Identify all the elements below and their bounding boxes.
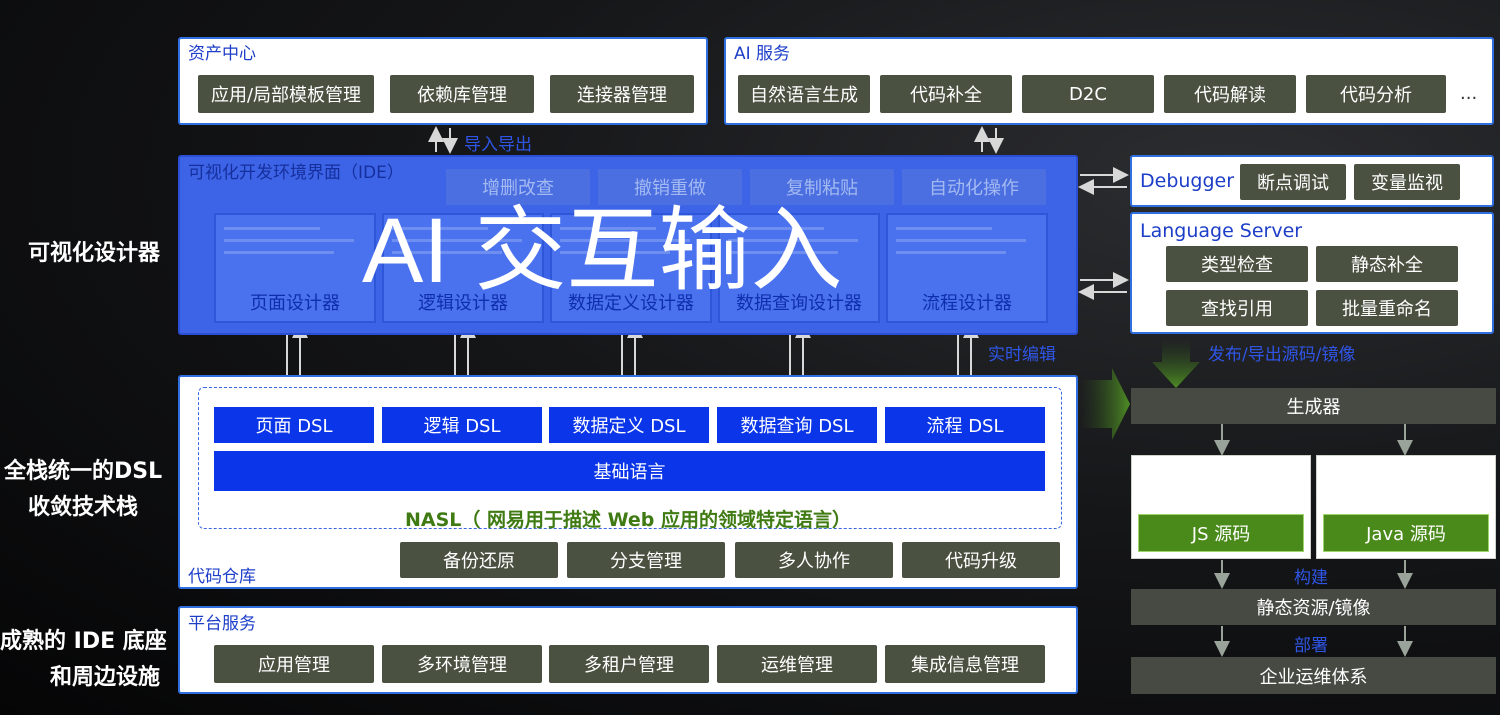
static-resources-box[interactable]: 静态资源/镜像: [1131, 589, 1496, 625]
find-references-button[interactable]: 查找引用: [1166, 290, 1308, 326]
code-repo-title: 代码仓库: [188, 567, 256, 587]
side-label-ide-base-line1: 成熟的 IDE 底座: [0, 629, 167, 654]
base-language-bar[interactable]: 基础语言: [214, 451, 1045, 491]
nasl-caption: NASL（ 网易用于描述 Web 应用的领域特定语言）: [404, 509, 851, 531]
undo-redo-op[interactable]: 撤销重做: [598, 169, 742, 205]
app-template-management-button[interactable]: 应用/局部模板管理: [198, 75, 374, 113]
dependency-library-button[interactable]: 依赖库管理: [390, 75, 534, 113]
code-upgrade-button[interactable]: 代码升级: [902, 542, 1060, 578]
data-definition-designer-card[interactable]: 数据定义设计器: [550, 213, 712, 323]
ai-service-panel: AI 服务 自然语言生成 代码补全 D2C 代码解读 代码分析 ...: [724, 37, 1494, 125]
static-completion-button[interactable]: 静态补全: [1316, 246, 1458, 282]
build-label: 构建: [1294, 568, 1328, 588]
publish-label: 发布/导出源码/镜像: [1208, 345, 1356, 365]
page-dsl[interactable]: 页面 DSL: [214, 407, 374, 443]
multi-tenant-management-button[interactable]: 多租户管理: [549, 645, 709, 683]
d2c-button[interactable]: D2C: [1022, 75, 1154, 113]
crud-op[interactable]: 增删改查: [446, 169, 590, 205]
platform-services-title: 平台服务: [188, 614, 256, 634]
multi-env-management-button[interactable]: 多环境管理: [382, 645, 542, 683]
code-completion-button[interactable]: 代码补全: [880, 75, 1012, 113]
branch-management-button[interactable]: 分支管理: [567, 542, 725, 578]
import-export-label: 导入导出: [464, 135, 532, 155]
java-source-button[interactable]: Java 源码: [1323, 514, 1489, 552]
code-analysis-button[interactable]: 代码分析: [1306, 75, 1446, 113]
connector-management-button[interactable]: 连接器管理: [550, 75, 694, 113]
backup-restore-button[interactable]: 备份还原: [400, 542, 558, 578]
logic-designer-card[interactable]: 逻辑设计器: [382, 213, 544, 323]
nasl-dashed-box: [198, 387, 1062, 529]
page-designer-card[interactable]: 页面设计器: [214, 213, 376, 323]
process-designer-label: 流程设计器: [922, 293, 1012, 314]
language-server-title: Language Server: [1140, 220, 1303, 242]
copy-paste-op[interactable]: 复制粘贴: [750, 169, 894, 205]
ide-title: 可视化开发环境界面（IDE）: [188, 163, 404, 183]
ai-service-title: AI 服务: [734, 44, 791, 64]
enterprise-ops-box[interactable]: 企业运维体系: [1131, 657, 1496, 694]
ai-interaction-input-overlay: AI 交互输入: [362, 200, 843, 302]
collaboration-button[interactable]: 多人协作: [735, 542, 893, 578]
realtime-edit-label: 实时编辑: [988, 345, 1056, 365]
data-query-dsl[interactable]: 数据查询 DSL: [717, 407, 877, 443]
data-definition-designer-label: 数据定义设计器: [568, 293, 694, 314]
data-query-designer-card[interactable]: 数据查询设计器: [718, 213, 880, 323]
logic-dsl[interactable]: 逻辑 DSL: [382, 407, 542, 443]
nl-generation-button[interactable]: 自然语言生成: [738, 75, 870, 113]
app-management-button[interactable]: 应用管理: [214, 645, 374, 683]
asset-center-panel: 资产中心 应用/局部模板管理 依赖库管理 连接器管理: [178, 37, 708, 125]
code-repo-panel: 页面 DSL 逻辑 DSL 数据定义 DSL 数据查询 DSL 流程 DSL 基…: [178, 375, 1078, 589]
type-check-button[interactable]: 类型检查: [1166, 246, 1308, 282]
js-source-button[interactable]: JS 源码: [1138, 514, 1304, 552]
generator-box[interactable]: 生成器: [1131, 388, 1496, 424]
batch-rename-button[interactable]: 批量重命名: [1316, 290, 1458, 326]
js-source-card: JS 源码: [1131, 455, 1311, 559]
breakpoint-debug-button[interactable]: 断点调试: [1240, 164, 1346, 200]
language-server-panel: Language Server 类型检查 静态补全 查找引用 批量重命名: [1130, 212, 1494, 334]
java-source-card: Java 源码: [1316, 455, 1496, 559]
data-definition-dsl[interactable]: 数据定义 DSL: [549, 407, 709, 443]
platform-services-panel: 平台服务 应用管理 多环境管理 多租户管理 运维管理 集成信息管理: [178, 606, 1078, 694]
ide-panel: 可视化开发环境界面（IDE） 增删改查 撤销重做 复制粘贴 自动化操作 页面设计…: [178, 155, 1078, 335]
automation-op[interactable]: 自动化操作: [902, 169, 1046, 205]
ai-service-more: ...: [1460, 83, 1478, 104]
logic-designer-label: 逻辑设计器: [418, 293, 508, 314]
debugger-panel: Debugger 断点调试 变量监视: [1130, 155, 1494, 207]
process-designer-card[interactable]: 流程设计器: [886, 213, 1048, 323]
side-label-dsl-line1: 全栈统一的DSL: [4, 459, 163, 484]
integration-info-management-button[interactable]: 集成信息管理: [885, 645, 1045, 683]
asset-center-title: 资产中心: [188, 44, 256, 64]
side-label-dsl-line2: 收敛技术栈: [28, 495, 139, 520]
side-label-visual-designer: 可视化设计器: [28, 241, 161, 266]
page-designer-label: 页面设计器: [250, 293, 340, 314]
data-query-designer-label: 数据查询设计器: [736, 293, 862, 314]
process-dsl[interactable]: 流程 DSL: [885, 407, 1045, 443]
variable-watch-button[interactable]: 变量监视: [1354, 164, 1460, 200]
code-interpretation-button[interactable]: 代码解读: [1164, 75, 1296, 113]
debugger-title: Debugger: [1140, 170, 1235, 192]
deploy-label: 部署: [1294, 636, 1328, 656]
ops-management-button[interactable]: 运维管理: [717, 645, 877, 683]
side-label-ide-base-line2: 和周边设施: [50, 665, 161, 690]
